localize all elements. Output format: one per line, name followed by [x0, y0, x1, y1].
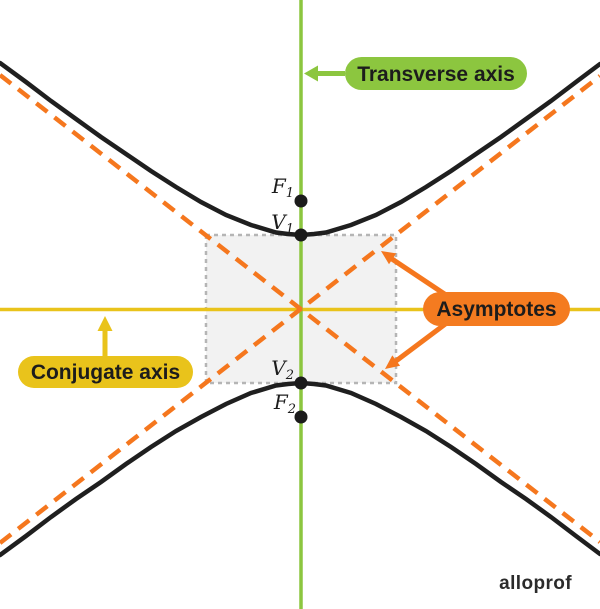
- asymptote-upper-arrow-icon: [381, 251, 397, 265]
- asymptotes-label-pill: [423, 292, 570, 326]
- conjugate-label-pill: [18, 356, 193, 388]
- focus-1-dot: [294, 194, 308, 208]
- vertex-1-dot: [294, 228, 308, 242]
- transverse-arrow-icon: [304, 65, 318, 82]
- asymptotes-callout: Asymptotes: [381, 251, 570, 369]
- transverse-axis-callout: Transverse axis: [304, 57, 527, 90]
- vertex-2-label: V2: [271, 356, 294, 383]
- vertex-1-label: V1: [271, 210, 294, 237]
- focus-2-dot: [294, 410, 308, 424]
- conjugate-arrow-icon: [97, 316, 113, 331]
- transverse-label-text: Transverse axis: [357, 63, 515, 86]
- asymptote-lower-arrow-icon: [385, 355, 401, 369]
- focus-1-label: F1: [271, 174, 294, 201]
- conjugate-label-text: Conjugate axis: [31, 361, 180, 384]
- alloprof-logo: alloprof: [499, 573, 572, 594]
- vertex-2-dot: [294, 376, 308, 390]
- asymptote-line-ascending: [0, 74, 600, 545]
- asymptotes-label-text: Asymptotes: [436, 298, 556, 321]
- focus-2-label: F2: [273, 390, 296, 417]
- conjugate-axis-callout: Conjugate axis: [18, 316, 193, 388]
- transverse-label-pill: [345, 57, 527, 90]
